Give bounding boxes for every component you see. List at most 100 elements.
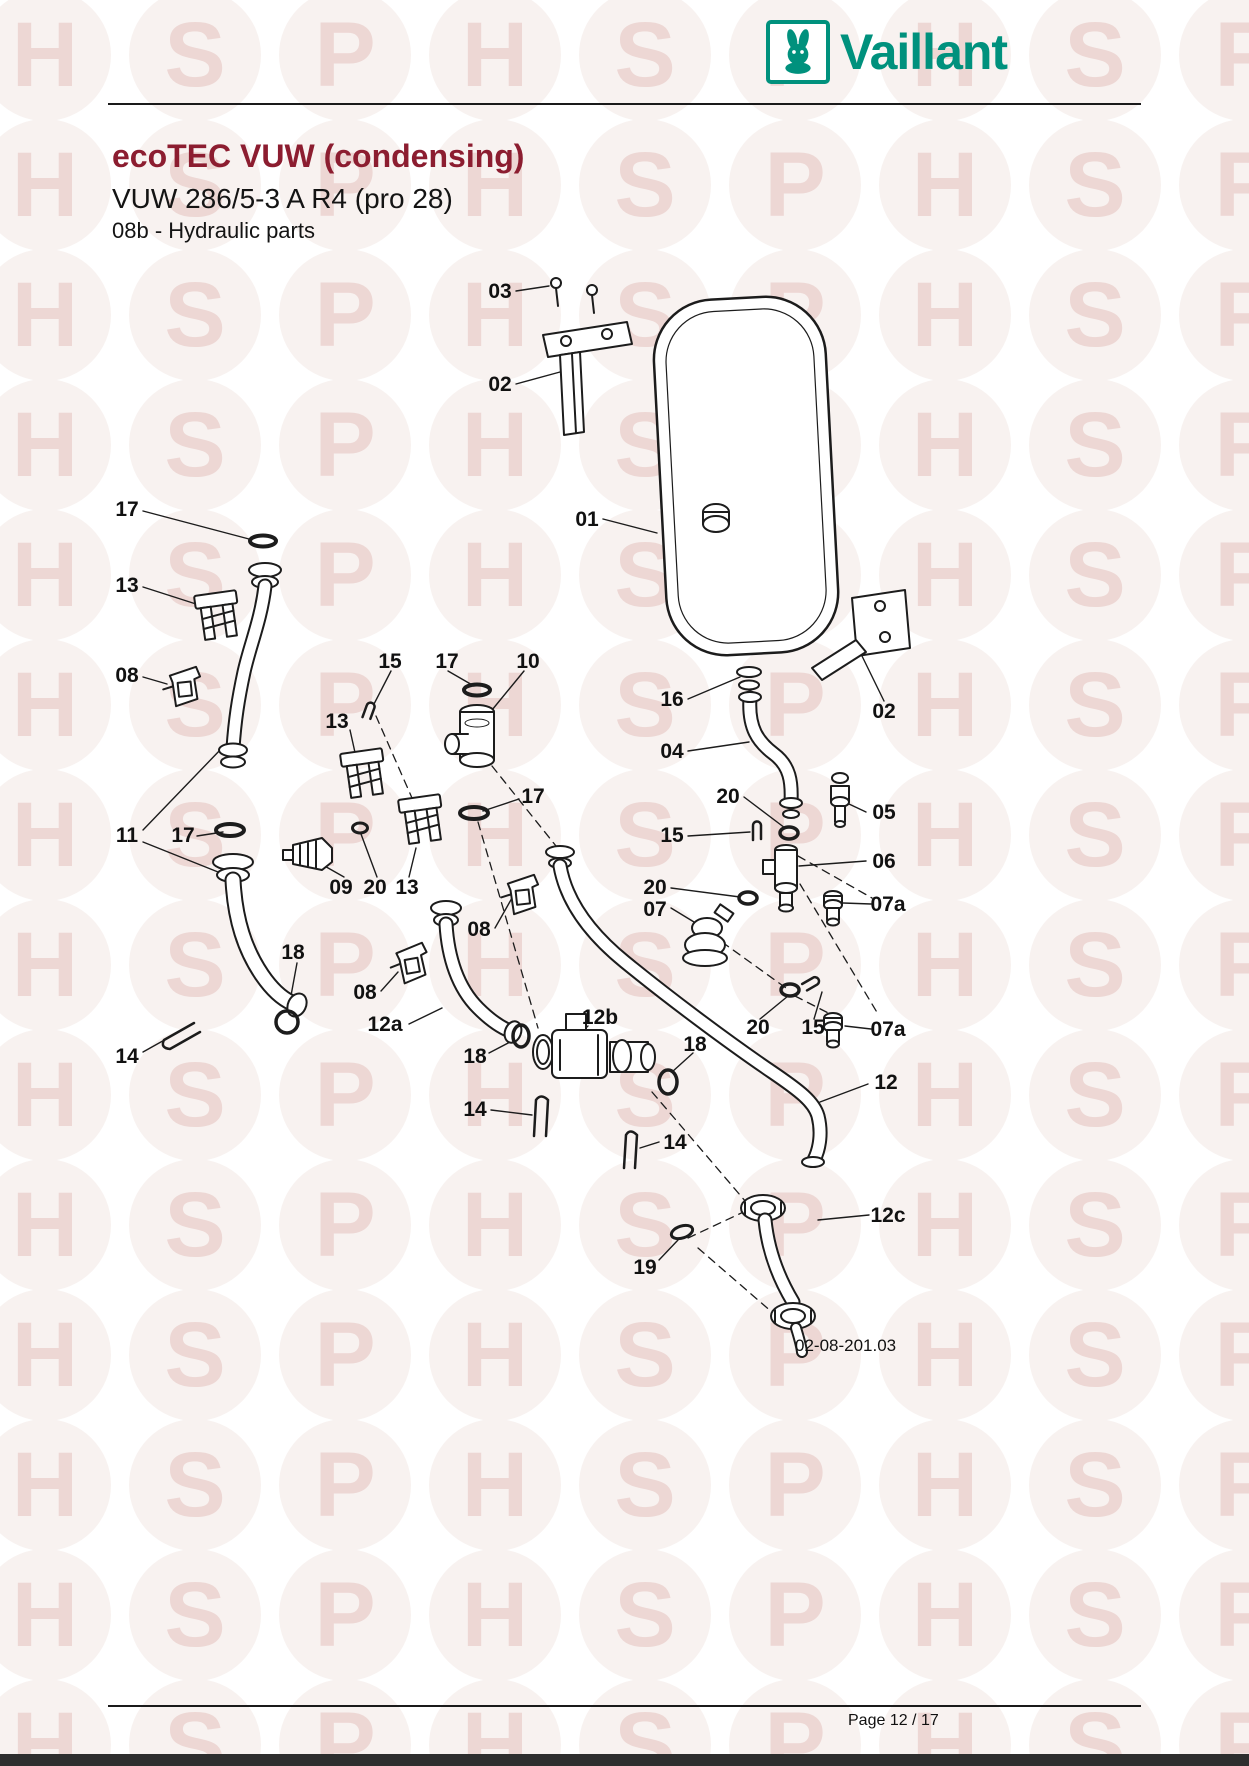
- vaillant-logo: Vaillant: [766, 20, 1008, 84]
- watermark-circle: S: [129, 509, 261, 641]
- watermark-circle: P: [729, 1549, 861, 1681]
- watermark-circle: P: [279, 1159, 411, 1291]
- watermark-circle: S: [1029, 119, 1161, 251]
- footer-divider: [108, 1705, 1141, 1707]
- watermark-circle: P: [279, 0, 411, 121]
- watermark-circle: H: [879, 509, 1011, 641]
- watermark-circle: H: [429, 119, 561, 251]
- watermark-circle: P: [729, 1679, 861, 1766]
- watermark-circle: S: [1029, 1549, 1161, 1681]
- watermark-circle: P: [1179, 769, 1249, 901]
- section-title: 08b - Hydraulic parts: [112, 218, 315, 243]
- watermark-circle: H: [879, 639, 1011, 771]
- watermark-circle: H: [0, 1289, 111, 1421]
- watermark-circle: H: [0, 639, 111, 771]
- watermark-circle: H: [879, 1159, 1011, 1291]
- watermark-circle: S: [129, 1029, 261, 1161]
- watermark-circle: S: [129, 1289, 261, 1421]
- page-title: ecoTEC VUW (condensing): [112, 138, 525, 174]
- watermark-circle: S: [1029, 1159, 1161, 1291]
- watermark-circle: P: [279, 1419, 411, 1551]
- watermark-circle: P: [1179, 1289, 1249, 1421]
- watermark-circle: H: [879, 379, 1011, 511]
- watermark-circle: P: [279, 1549, 411, 1681]
- watermark-circle: H: [429, 509, 561, 641]
- watermark-circle: P: [1179, 249, 1249, 381]
- watermark-circle: P: [729, 1029, 861, 1161]
- watermark-circle: H: [0, 509, 111, 641]
- watermark-circle: P: [1179, 1549, 1249, 1681]
- watermark-circle: P: [729, 119, 861, 251]
- watermark-circle: P: [729, 509, 861, 641]
- watermark-circle: S: [129, 379, 261, 511]
- watermark-circle: H: [0, 1679, 111, 1766]
- watermark-circle: H: [0, 379, 111, 511]
- watermark-circle: S: [1029, 899, 1161, 1031]
- watermark-circle: S: [129, 769, 261, 901]
- watermark-circle: H: [0, 1419, 111, 1551]
- watermark-circle: P: [279, 509, 411, 641]
- watermark-circle: S: [129, 1679, 261, 1766]
- watermark-circle: S: [1029, 769, 1161, 901]
- watermark-circle: S: [579, 899, 711, 1031]
- watermark-circle: S: [129, 0, 261, 121]
- watermark-circle: P: [729, 899, 861, 1031]
- watermark-circle: H: [429, 249, 561, 381]
- watermark-circle: S: [129, 249, 261, 381]
- watermark-circle: S: [579, 1549, 711, 1681]
- watermark-circle: S: [129, 1159, 261, 1291]
- watermark-circle: S: [1029, 1679, 1161, 1766]
- watermark-circle: S: [129, 899, 261, 1031]
- watermark-circle: H: [429, 1679, 561, 1766]
- watermark-circle: S: [579, 119, 711, 251]
- logo-wordmark: Vaillant: [840, 24, 1008, 80]
- watermark-circle: S: [1029, 1419, 1161, 1551]
- watermark-circle: H: [0, 1159, 111, 1291]
- watermark-circle: S: [579, 1679, 711, 1766]
- watermark-circle: S: [129, 1419, 261, 1551]
- watermark-circle: S: [129, 119, 261, 251]
- watermark-circle: H: [429, 1029, 561, 1161]
- watermark-circle: P: [279, 119, 411, 251]
- watermark-circle: P: [729, 379, 861, 511]
- watermark-circle: P: [1179, 899, 1249, 1031]
- watermark-circle: P: [729, 639, 861, 771]
- watermark-circle: H: [879, 1289, 1011, 1421]
- header-divider: [108, 103, 1141, 105]
- watermark-circle: S: [1029, 639, 1161, 771]
- page-indicator: Page 12 / 17: [848, 1712, 939, 1729]
- watermark-circle: P: [279, 639, 411, 771]
- watermark-circle: S: [1029, 1289, 1161, 1421]
- watermark-circle: H: [429, 769, 561, 901]
- watermark-circle: P: [1179, 1029, 1249, 1161]
- watermark-circle: H: [879, 899, 1011, 1031]
- watermark-circle: H: [879, 769, 1011, 901]
- watermark-circle: P: [279, 1029, 411, 1161]
- watermark-circle: P: [1179, 0, 1249, 121]
- watermark-circle: H: [879, 249, 1011, 381]
- watermark-circle: H: [879, 119, 1011, 251]
- watermark-circle: S: [129, 1549, 261, 1681]
- watermark-circle: P: [1179, 1159, 1249, 1291]
- watermark-circle: S: [579, 769, 711, 901]
- watermark-circle: H: [879, 1029, 1011, 1161]
- watermark-circle: S: [1029, 379, 1161, 511]
- watermark-circle: P: [729, 249, 861, 381]
- watermark-circle: P: [1179, 1419, 1249, 1551]
- watermark-circle: P: [279, 249, 411, 381]
- watermark-circle: P: [1179, 639, 1249, 771]
- watermark-circle: H: [0, 249, 111, 381]
- watermark-circle: H: [429, 1159, 561, 1291]
- watermark-circle: H: [429, 639, 561, 771]
- watermark-circle: H: [879, 1419, 1011, 1551]
- watermark-circle: H: [0, 899, 111, 1031]
- watermark-circle: H: [879, 0, 1011, 121]
- watermark-circle: P: [1179, 1679, 1249, 1766]
- watermark-circle: P: [279, 1679, 411, 1766]
- watermark-circle: P: [279, 1289, 411, 1421]
- watermark-circle: S: [1029, 0, 1161, 121]
- watermark-circle: P: [1179, 119, 1249, 251]
- rabbit-icon: [766, 20, 830, 84]
